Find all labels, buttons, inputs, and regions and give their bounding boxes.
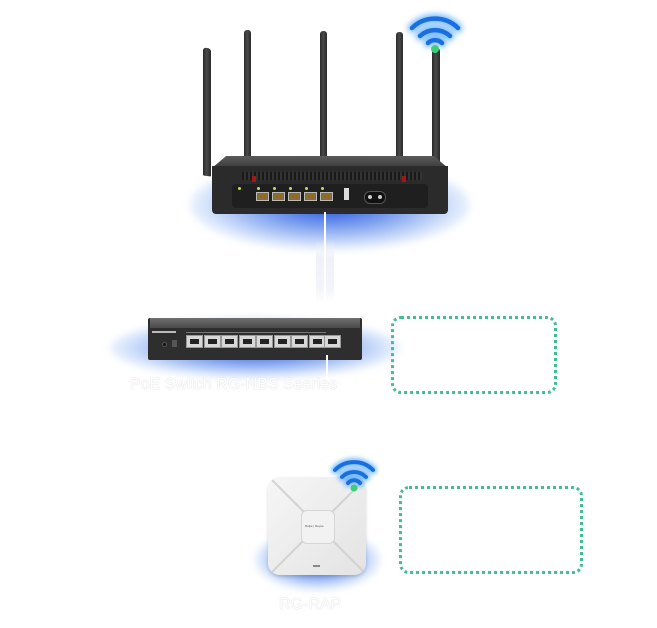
usb-port [344, 188, 349, 200]
router-antenna-4 [396, 32, 403, 192]
power-socket [364, 191, 386, 204]
router-port-led [321, 187, 324, 190]
switch-reset [162, 342, 167, 347]
router-red-marker [402, 176, 406, 182]
switch-uplink-port [324, 335, 341, 348]
switch-poe-port [221, 335, 238, 348]
router-antenna-2 [244, 30, 251, 190]
router-port-led [273, 187, 276, 190]
router-port-led [257, 187, 260, 190]
ap-label: RG-RAP [279, 596, 342, 613]
switch-poe-port [273, 335, 291, 348]
router-vent [242, 172, 422, 180]
router-body [212, 166, 448, 214]
switch-poe-port [291, 335, 308, 348]
router-wifi-icon [407, 14, 463, 53]
ap-info-box [399, 486, 583, 574]
switch-poe-port [238, 335, 256, 348]
ap-wifi-icon [331, 458, 377, 492]
router-antenna-5 [432, 48, 440, 188]
switch-logo [152, 331, 176, 333]
switch-top [150, 318, 360, 328]
router-top [212, 156, 448, 168]
ap-logo: Ruijie | Reyee [305, 524, 324, 528]
switch-poe-port [256, 335, 273, 348]
router-red-marker [252, 176, 256, 182]
switch-poe-port [186, 335, 203, 348]
router-antenna-3 [320, 31, 327, 196]
router-port-led [289, 187, 292, 190]
ap-center-badge: Ruijie | Reyee [301, 510, 335, 544]
switch-poe-port [203, 335, 221, 348]
switch-connector-tick [326, 355, 328, 393]
switch-label: PoE Switch RG-NBS Seeries [130, 376, 338, 393]
ap-body: Ruijie | Reyee [268, 477, 366, 575]
switch-poe-port [308, 335, 326, 348]
router-switch-link [324, 212, 326, 302]
switch-info-box [391, 316, 557, 394]
router-antenna-1 [203, 47, 211, 177]
switch-toggle [172, 340, 177, 347]
router-port [256, 192, 269, 201]
router-port [272, 192, 285, 201]
router-port-panel [232, 184, 428, 208]
router-port [320, 192, 333, 201]
router-led [238, 187, 241, 190]
router-port [304, 192, 317, 201]
ap-status-led [313, 565, 320, 567]
switch-port-strip [186, 332, 326, 333]
router-port [288, 192, 301, 201]
router-port-led [305, 187, 308, 190]
